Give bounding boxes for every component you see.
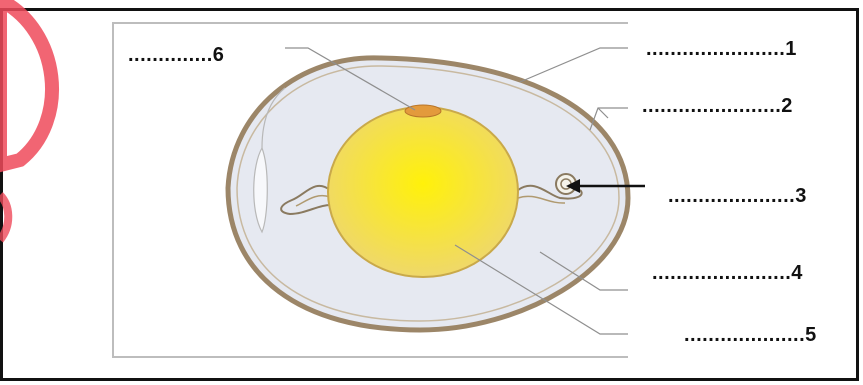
label-2: .......................2 bbox=[642, 95, 793, 118]
label-5: ....................5 bbox=[684, 324, 817, 347]
label-1: .......................1 bbox=[646, 38, 797, 61]
leader-line-1 bbox=[520, 48, 628, 82]
label-4: .......................4 bbox=[652, 262, 803, 285]
watermark-red-mark bbox=[0, 195, 8, 240]
yolk bbox=[328, 107, 518, 277]
watermark-red-arc bbox=[0, 0, 52, 165]
label-6: ..............6 bbox=[128, 44, 224, 67]
label-3: .....................3 bbox=[668, 185, 807, 208]
leader-line-2b bbox=[598, 108, 608, 118]
